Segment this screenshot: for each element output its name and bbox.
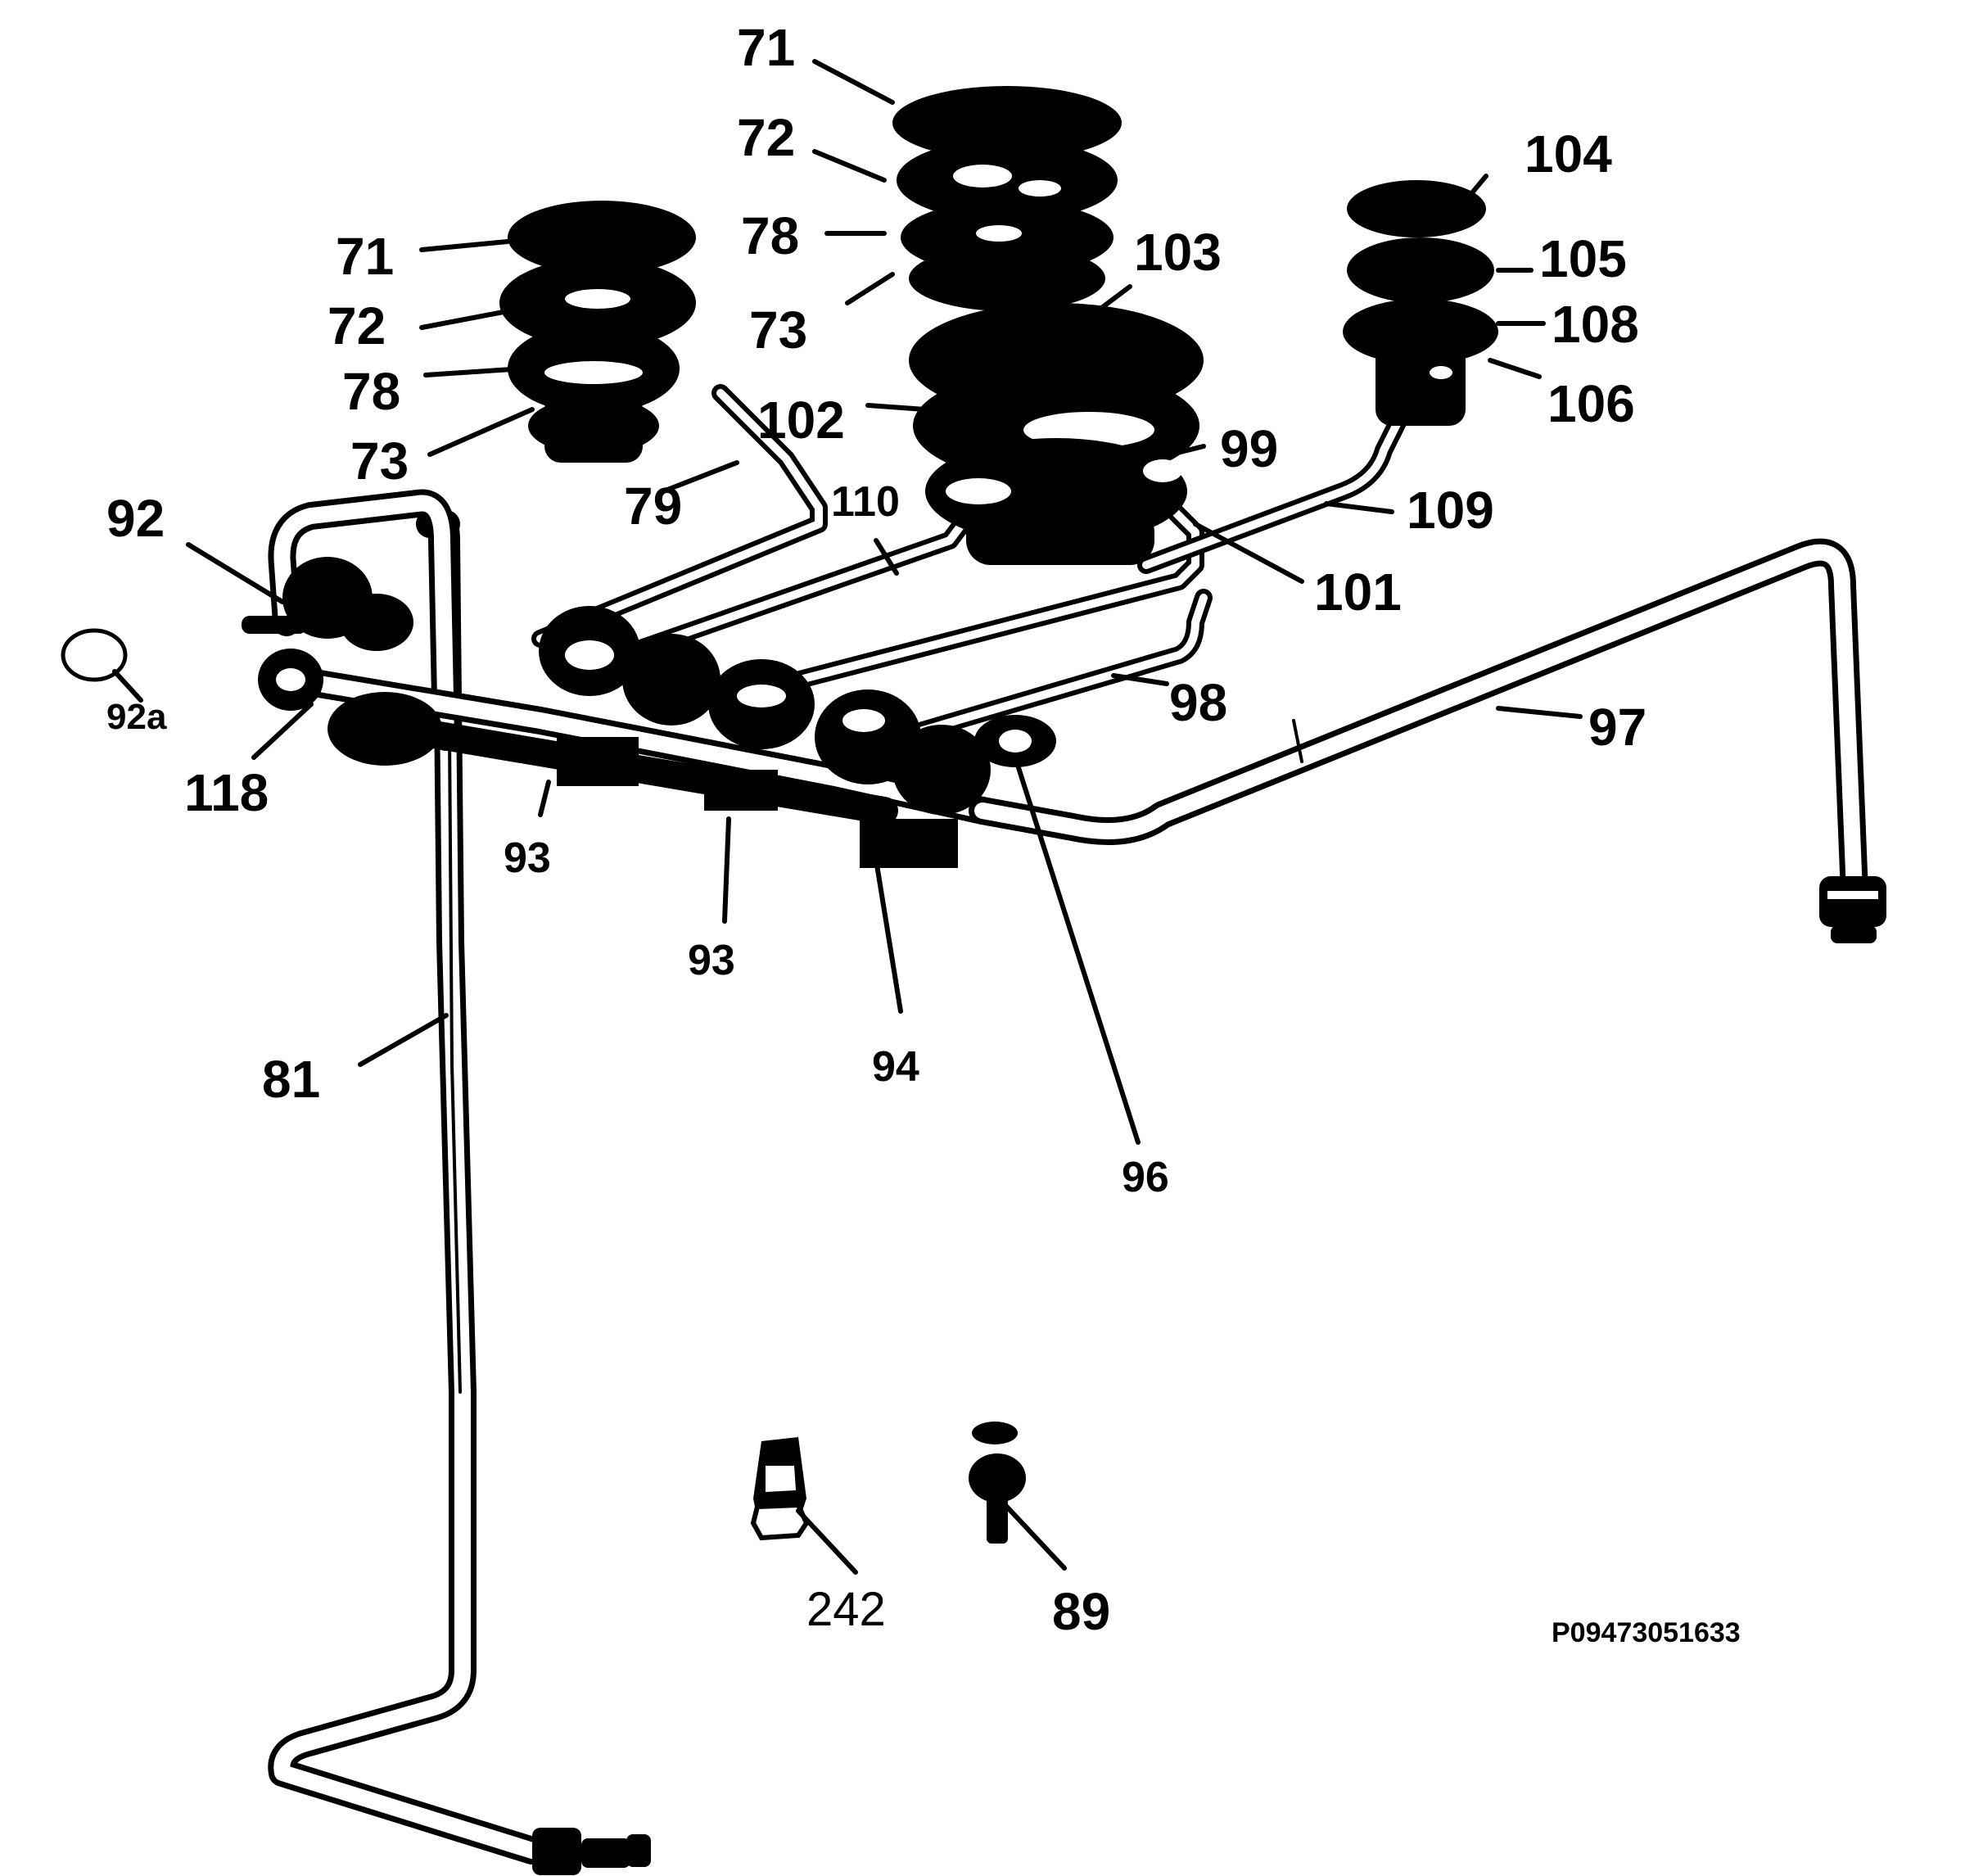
callout-106: 106 xyxy=(1547,374,1635,433)
callout-93-left: 93 xyxy=(504,834,551,882)
oring-92a xyxy=(61,628,128,682)
callout-71-top: 71 xyxy=(737,18,795,77)
callout-79: 79 xyxy=(624,477,682,536)
callout-97: 97 xyxy=(1588,698,1647,757)
callout-72-top: 72 xyxy=(737,108,795,167)
callout-73-top: 73 xyxy=(749,301,807,359)
burner-left xyxy=(499,201,696,463)
callout-118: 118 xyxy=(184,763,269,822)
manifold-valves xyxy=(539,606,1056,868)
callout-102: 102 xyxy=(757,391,845,450)
callout-94: 94 xyxy=(872,1043,919,1091)
valve-92-cluster xyxy=(242,557,442,766)
callout-72-left: 72 xyxy=(328,296,386,355)
callout-103: 103 xyxy=(1134,223,1222,282)
injector-242 xyxy=(750,1437,810,1541)
callout-101: 101 xyxy=(1314,563,1402,622)
callout-73-left: 73 xyxy=(350,432,409,490)
rear-pipes xyxy=(531,384,1417,746)
burner-centre-top xyxy=(892,86,1122,311)
callout-92a: 92a xyxy=(106,697,167,737)
callout-108: 108 xyxy=(1552,295,1639,354)
callout-71-left: 71 xyxy=(336,227,394,286)
callout-96: 96 xyxy=(1122,1154,1169,1201)
callout-104: 104 xyxy=(1525,124,1612,183)
callout-99: 99 xyxy=(1220,419,1278,478)
burner-right xyxy=(1343,180,1498,426)
drawing-code: P09473051633 xyxy=(1552,1617,1741,1648)
callout-93-right: 93 xyxy=(688,937,735,984)
callout-labels: 71 72 78 73 71 72 78 73 104 105 108 106 … xyxy=(106,18,1741,1648)
burner-centre-large xyxy=(909,303,1204,565)
callout-109: 109 xyxy=(1407,481,1494,540)
callout-242: 242 xyxy=(806,1583,886,1636)
callout-92: 92 xyxy=(106,489,165,548)
callout-81: 81 xyxy=(262,1050,320,1109)
callout-89: 89 xyxy=(1052,1582,1110,1641)
callout-98: 98 xyxy=(1169,673,1227,732)
nozzle-89 xyxy=(969,1422,1026,1544)
pipe-97 xyxy=(969,538,1886,943)
callout-78-top: 78 xyxy=(741,206,799,265)
callout-110: 110 xyxy=(831,478,900,526)
left-hook-pipe xyxy=(268,489,460,751)
leader-lines xyxy=(112,59,1583,1575)
callout-105: 105 xyxy=(1539,229,1627,288)
callout-78-left: 78 xyxy=(342,362,400,421)
